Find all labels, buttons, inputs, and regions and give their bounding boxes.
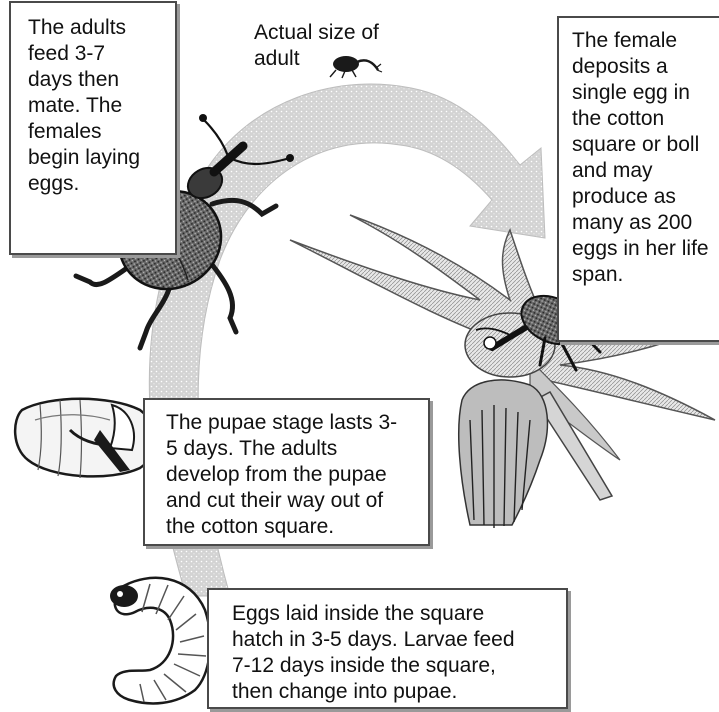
adults-stage-text: The adults feed 3-7 days then mate. The … [28,15,167,197]
eggs-larvae-stage-box: Eggs laid inside the square hatch in 3-5… [207,588,568,709]
female-egg-laying-text: The female deposits a single egg in the … [572,28,716,288]
adults-stage-box: The adults feed 3-7 days then mate. The … [9,1,177,255]
pupa-icon [15,399,155,478]
female-egg-laying-box: The female deposits a single egg in the … [557,16,719,342]
actual-size-caption: Actual size of adult [254,20,379,72]
pupae-stage-text: The pupae stage lasts 3- 5 days. The adu… [166,410,422,540]
pupae-stage-box: The pupae stage lasts 3- 5 days. The adu… [143,398,430,546]
larva-icon [110,578,210,704]
eggs-larvae-stage-text: Eggs laid inside the square hatch in 3-5… [232,601,560,705]
